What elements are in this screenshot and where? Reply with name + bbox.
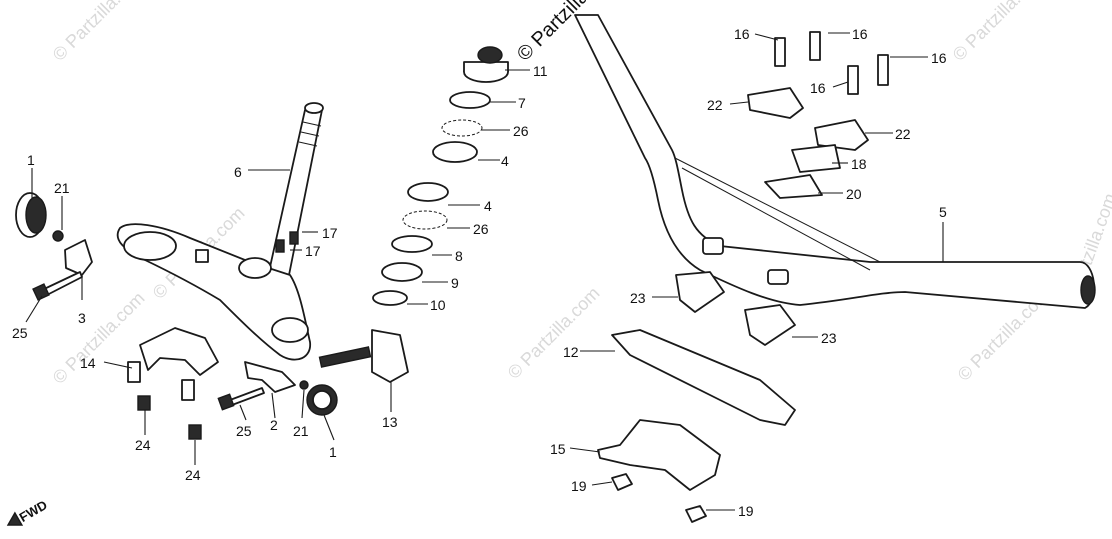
callout-6: 6 bbox=[234, 164, 242, 180]
callout-18: 18 bbox=[851, 156, 867, 172]
nut-19b bbox=[685, 505, 707, 523]
race-8 bbox=[391, 235, 433, 253]
callout-22b: 22 bbox=[895, 126, 911, 142]
watermark-1: © Partzilla.com bbox=[49, 0, 149, 65]
bolt-17 bbox=[289, 231, 299, 245]
handlebar bbox=[574, 14, 1096, 309]
bolt-16b bbox=[809, 31, 821, 61]
bracket-2 bbox=[244, 361, 296, 393]
washer-10 bbox=[372, 290, 408, 306]
nut-21b bbox=[299, 380, 309, 390]
bracket-3 bbox=[64, 239, 93, 276]
watermark-5: © Partzilla.com bbox=[504, 283, 604, 383]
callout-4: 4 bbox=[501, 153, 509, 169]
race-7 bbox=[449, 91, 491, 109]
bolt-16c bbox=[847, 65, 859, 95]
callout-26: 26 bbox=[513, 123, 529, 139]
callout-4b: 4 bbox=[484, 198, 492, 214]
callout-9: 9 bbox=[451, 275, 459, 291]
mount-23b bbox=[744, 304, 796, 346]
bolt-25b bbox=[217, 387, 265, 411]
callout-21b: 21 bbox=[293, 423, 309, 439]
fwd-arrow-icon bbox=[6, 511, 24, 526]
seal-9 bbox=[381, 262, 423, 282]
bolt-24 bbox=[137, 395, 151, 411]
fwd-indicator: FWD bbox=[6, 497, 50, 526]
callout-8: 8 bbox=[455, 248, 463, 264]
callout-26b: 26 bbox=[473, 221, 489, 237]
cap-1 bbox=[15, 192, 47, 238]
callout-16c: 16 bbox=[931, 50, 947, 66]
rubber-18 bbox=[791, 144, 841, 173]
plate-12 bbox=[611, 329, 796, 426]
callout-1b: 1 bbox=[329, 444, 337, 460]
race-4 bbox=[432, 141, 478, 163]
callout-19: 19 bbox=[571, 478, 587, 494]
callout-16b: 16 bbox=[852, 26, 868, 42]
callout-20: 20 bbox=[846, 186, 862, 202]
callout-1: 1 bbox=[27, 152, 35, 168]
watermarks: © Partzilla.com © Partzilla.com © Partzi… bbox=[49, 0, 1112, 388]
ignition-switch bbox=[318, 329, 409, 383]
callout-24: 24 bbox=[135, 437, 151, 453]
callout-14: 14 bbox=[80, 355, 96, 371]
callout-15: 15 bbox=[550, 441, 566, 457]
steering-stem bbox=[267, 102, 324, 281]
callout-21: 21 bbox=[54, 180, 70, 196]
callouts: 1 21 3 25 6 17 17 11 7 26 4 4 26 8 9 10 … bbox=[12, 26, 947, 519]
callout-2: 2 bbox=[270, 417, 278, 433]
callout-7: 7 bbox=[518, 95, 526, 111]
bolt-24b bbox=[188, 424, 202, 440]
callout-5: 5 bbox=[939, 204, 947, 220]
watermark-2: © Partzilla.com bbox=[949, 0, 1049, 65]
bolt-17b bbox=[275, 239, 285, 253]
fwd-label: FWD bbox=[17, 497, 50, 525]
callout-25b: 25 bbox=[236, 423, 252, 439]
callout-17b: 17 bbox=[305, 243, 321, 259]
balls-26b bbox=[402, 210, 448, 230]
callout-16d: 16 bbox=[810, 80, 826, 96]
balls-26 bbox=[441, 119, 483, 137]
holder-22 bbox=[747, 87, 804, 119]
callout-19b: 19 bbox=[738, 503, 754, 519]
watermark-partial: © Partzilla bbox=[513, 0, 594, 66]
bolt-16 bbox=[774, 37, 786, 67]
holder-15 bbox=[597, 419, 721, 491]
callout-3: 3 bbox=[78, 310, 86, 326]
callout-13: 13 bbox=[382, 414, 398, 430]
nut-19 bbox=[611, 473, 633, 491]
callout-17: 17 bbox=[322, 225, 338, 241]
bolt-25 bbox=[32, 271, 83, 301]
leader-lines bbox=[25, 32, 944, 511]
callout-23: 23 bbox=[630, 290, 646, 306]
mount-23 bbox=[675, 271, 725, 313]
bottom-bridge bbox=[116, 223, 311, 361]
callout-12: 12 bbox=[563, 344, 579, 360]
callout-23b: 23 bbox=[821, 330, 837, 346]
bolt-16d bbox=[877, 54, 889, 86]
bracket-14 bbox=[127, 327, 219, 401]
holder-22b bbox=[814, 119, 869, 151]
cap-1b bbox=[306, 384, 338, 416]
callout-11: 11 bbox=[533, 63, 548, 79]
callout-25: 25 bbox=[12, 325, 28, 341]
nut-21 bbox=[52, 230, 64, 242]
nut-11 bbox=[463, 46, 509, 83]
callout-10: 10 bbox=[430, 297, 446, 313]
race-4b bbox=[407, 182, 449, 202]
callout-16: 16 bbox=[734, 26, 750, 42]
callout-24b: 24 bbox=[185, 467, 201, 483]
callout-22: 22 bbox=[707, 97, 723, 113]
plate-20 bbox=[764, 174, 823, 199]
